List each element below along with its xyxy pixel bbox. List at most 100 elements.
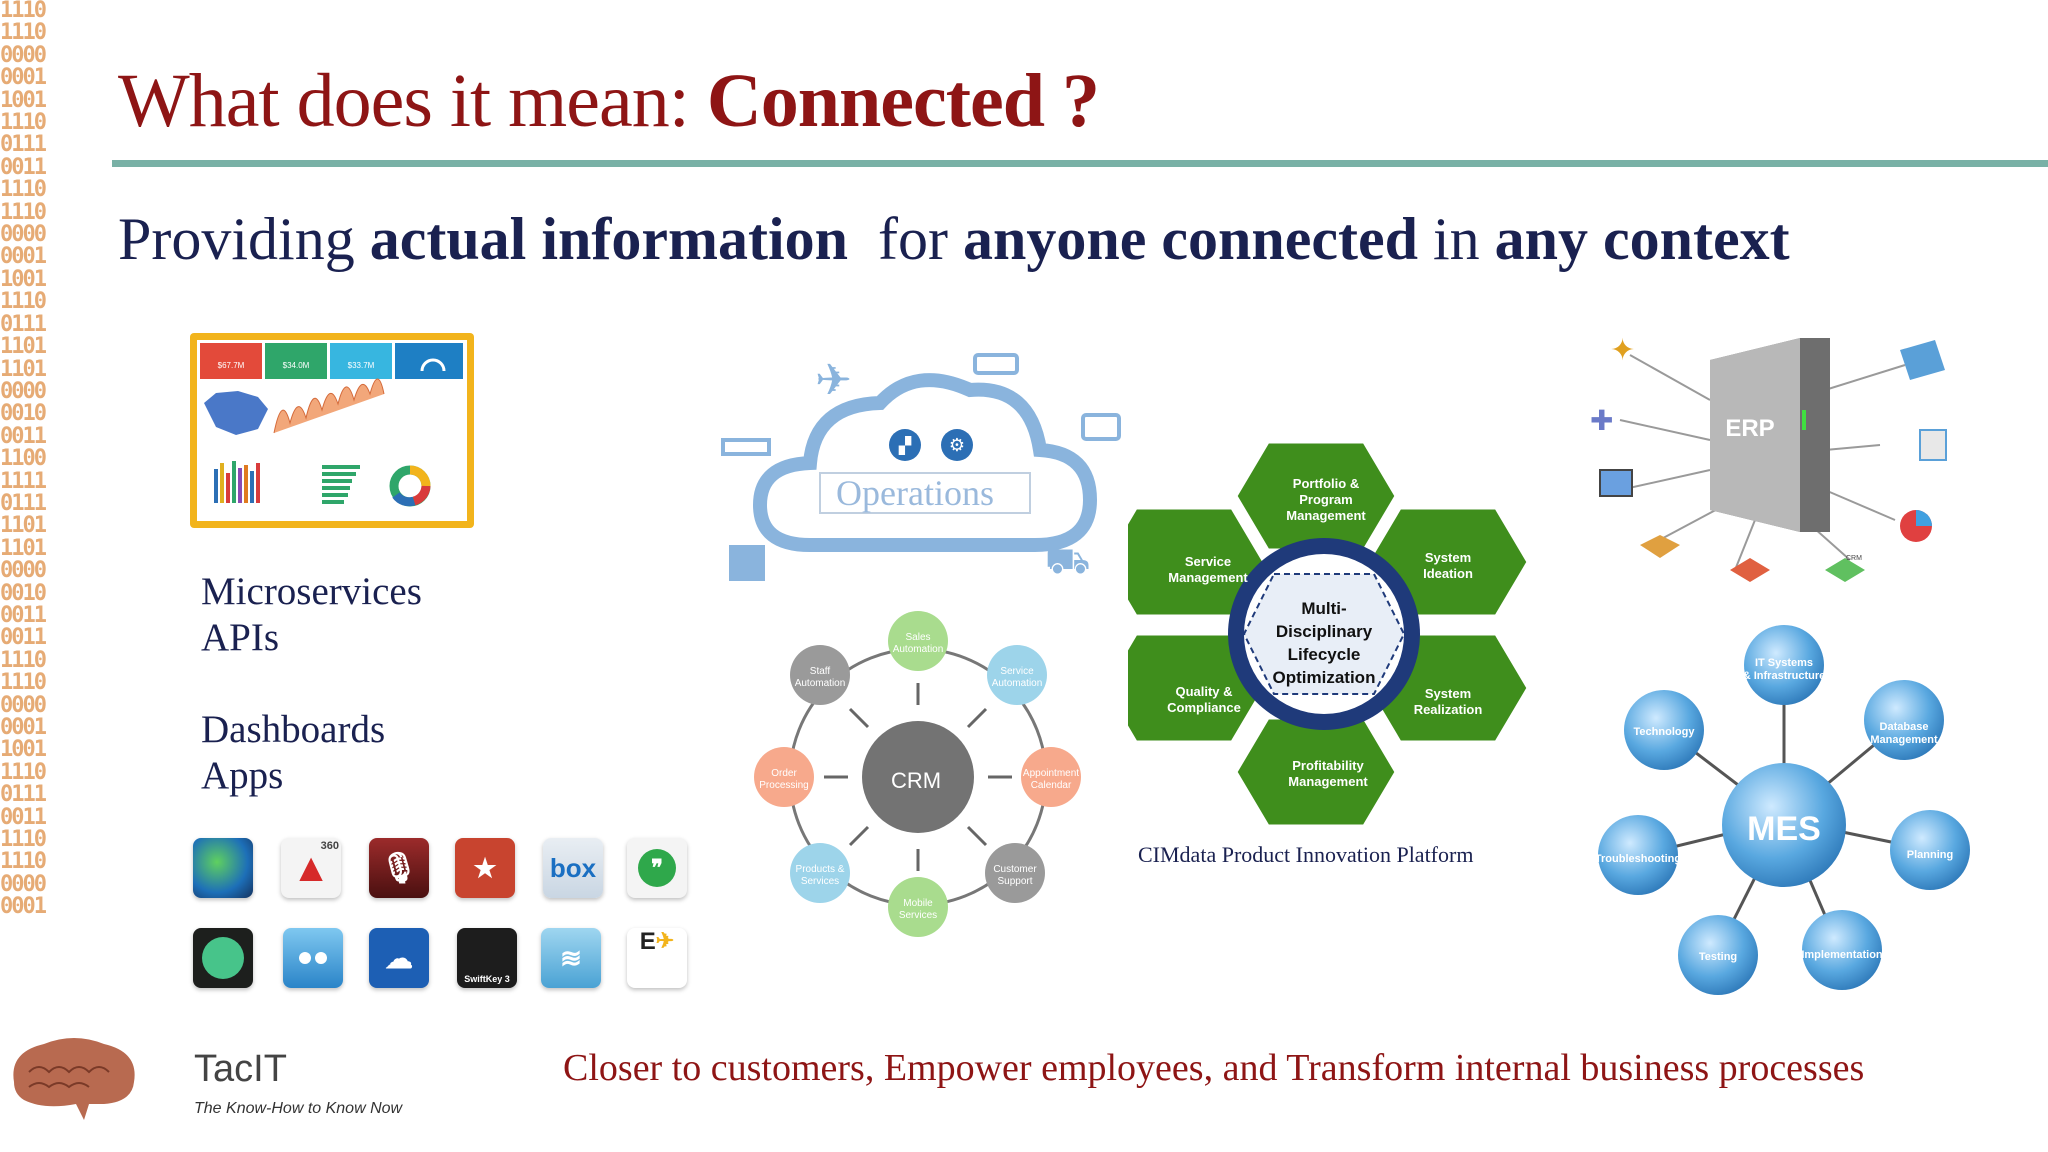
cim-top-2: Program <box>1299 492 1352 507</box>
stack-icon <box>1730 558 1770 582</box>
binary-digit-row: 1110 <box>0 110 47 136</box>
subtitle-bold: any context <box>1494 206 1790 272</box>
operations-label: Operations <box>836 473 994 513</box>
flickr-icon <box>283 928 343 988</box>
globe-app-icon <box>193 838 253 898</box>
crm-node-label: Products &Services <box>796 864 845 887</box>
cim-ll-2: Compliance <box>1167 700 1241 715</box>
binary-digit-row: 0111 <box>0 132 47 158</box>
operations-cloud: Operations ▞ ⚙ ✈ ⛟ <box>721 353 1121 581</box>
mes-node-label: Implementation <box>1801 949 1883 961</box>
binary-digit-row: 1110 <box>0 647 47 673</box>
crm-center-label: CRM <box>891 768 941 793</box>
document-icon <box>1919 429 1947 461</box>
mes-node <box>1802 910 1882 990</box>
mes-node <box>1744 625 1824 705</box>
binary-digit-row: 1101 <box>0 334 47 360</box>
title-bold: Connected ? <box>706 59 1100 143</box>
mes-node <box>1624 690 1704 770</box>
autocad-360-icon: ▲360 <box>281 838 341 898</box>
cimdata-diagram: Multi- Disciplinary Lifecycle Optimizati… <box>1128 440 1528 828</box>
binary-digit-row: 1110 <box>0 759 47 785</box>
binary-digit-row: 0001 <box>0 715 47 740</box>
mes-node <box>1864 680 1944 760</box>
travel-label: E <box>639 928 656 955</box>
hangouts-icon: ❞ <box>627 838 687 898</box>
onedrive-icon: ☁ <box>369 928 429 988</box>
kpi-3: $33.7M <box>348 361 375 370</box>
footer-statement: Closer to customers, Empower employees, … <box>563 1047 1865 1089</box>
binary-digit-row: 0001 <box>0 65 47 91</box>
mes-node-label: Planning <box>1907 849 1953 861</box>
crm-node-order <box>754 747 814 807</box>
cim-lr-1: System <box>1425 686 1471 701</box>
swiftkey-label: SwiftKey 3 <box>464 974 510 984</box>
binary-digit-row: 0111 <box>0 490 47 516</box>
erp-diagram: ERP ✦ ✚ CRM <box>1590 334 1947 582</box>
mes-node-label: Technology <box>1634 726 1696 738</box>
dashboard-thumbnail: $67.7M $34.0M $33.7M <box>190 333 474 528</box>
mes-node-label: Troubleshooting <box>1595 853 1681 865</box>
wifi-icon: ≋ <box>541 928 601 988</box>
kpi-1: $67.7M <box>218 361 245 370</box>
microphone-hd-icon: 🎙 <box>369 838 429 898</box>
cim-center-3: Lifecycle <box>1288 645 1361 664</box>
label-apps: Apps <box>201 754 284 797</box>
slide-title: What does it mean: Connected ? <box>118 58 1100 145</box>
binary-digit-row: 1110 <box>0 20 47 46</box>
cim-center-2: Disciplinary <box>1276 622 1373 641</box>
mes-center-label: MES <box>1747 810 1821 848</box>
printer-icon <box>1081 413 1121 441</box>
forklift-icon: ⛟ <box>1045 540 1090 581</box>
binary-digit-row: 0000 <box>0 558 47 584</box>
title-plain: What does it mean: <box>118 59 707 143</box>
building-icon <box>729 545 765 581</box>
cim-center-1: Multi- <box>1301 599 1346 618</box>
binary-digit-row: 1110 <box>0 289 47 315</box>
mes-center <box>1722 763 1846 887</box>
binary-digit-row: 0011 <box>0 423 47 449</box>
crm-node-sales <box>888 611 948 671</box>
binary-digit-row: 0001 <box>0 894 47 920</box>
binary-digit-row: 0011 <box>0 625 47 651</box>
cim-top-1: Portfolio & <box>1293 476 1359 491</box>
subtitle-part: for <box>848 206 963 272</box>
kpi-2: $34.0M <box>283 361 310 370</box>
basecamp-icon <box>193 928 253 988</box>
mes-node <box>1890 810 1970 890</box>
binary-digit-row: 0000 <box>0 378 47 404</box>
binary-digit-row: 0111 <box>0 782 47 808</box>
binary-digit-row: 0010 <box>0 580 47 606</box>
label-dashboards: Dashboards <box>201 708 386 751</box>
subtitle-part: in <box>1417 206 1495 272</box>
binary-digit-row: 0011 <box>0 154 47 180</box>
binary-digit-row: 0111 <box>0 311 47 337</box>
cim-ul-2: Management <box>1168 570 1248 585</box>
label-microservices: Microservices <box>201 570 422 613</box>
binary-digit-row: 1001 <box>0 737 47 763</box>
cim-ur-2: Ideation <box>1423 566 1473 581</box>
crm-node-products <box>790 843 850 903</box>
server-icon <box>973 353 1019 375</box>
crm-node-staff <box>790 645 850 705</box>
cim-ll-1: Quality & <box>1175 684 1232 699</box>
box-icon: box <box>543 838 603 898</box>
binary-digit-row: 1100 <box>0 446 47 472</box>
crm-node-service <box>987 645 1047 705</box>
slide-subtitle: Providing actual information for anyone … <box>118 205 1790 274</box>
binary-digit-row: 0011 <box>0 602 47 628</box>
cim-ul-1: Service <box>1185 554 1231 569</box>
subtitle-bold: anyone connected <box>962 206 1418 272</box>
mes-node <box>1678 915 1758 995</box>
binary-digit-row: 1101 <box>0 356 47 382</box>
crm-node-mobile <box>888 877 948 937</box>
box-icon <box>1640 535 1680 558</box>
autocad-label: 360 <box>320 840 339 852</box>
binary-digit-row: 1110 <box>0 849 47 875</box>
